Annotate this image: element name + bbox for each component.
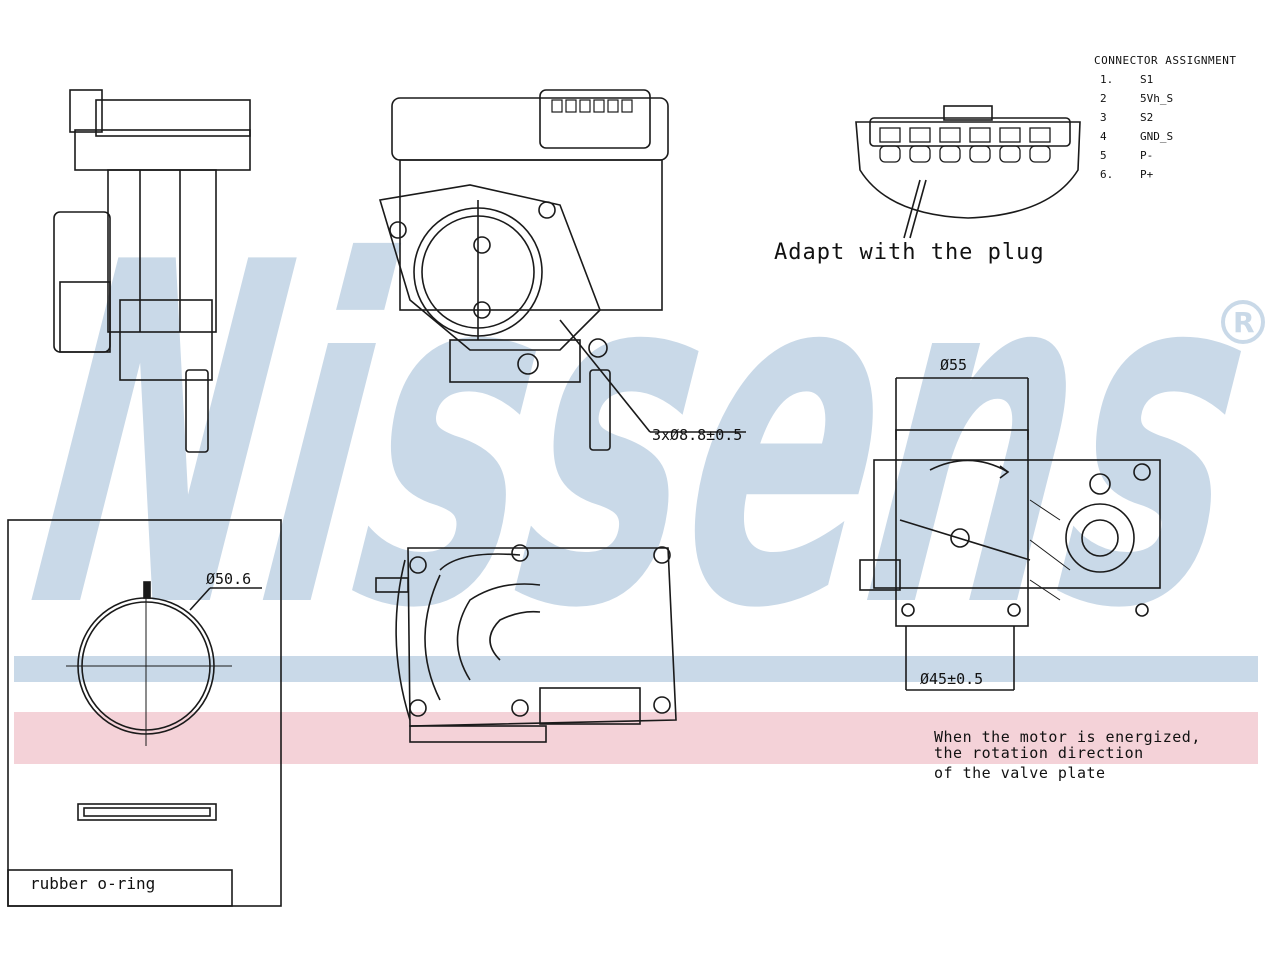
connector-plug [855, 105, 1081, 239]
pin-number: 6. [1100, 168, 1114, 181]
pin-signal: P- [1140, 149, 1154, 162]
pin-signal: GND_S [1140, 130, 1174, 143]
pin-number: 5 [1100, 149, 1107, 162]
oring-dimension: Ø50.6 [206, 570, 252, 588]
registered-mark: R [1233, 306, 1255, 339]
watermark-logo: Nissens [10, 165, 1277, 711]
rotation-view [859, 377, 1161, 691]
side-view [53, 89, 251, 453]
registered-circle [1221, 300, 1265, 344]
holes-dimension: 3xØ8.8±0.5 [652, 426, 743, 444]
connector-assignment-title: CONNECTOR ASSIGNMENT [1094, 54, 1237, 67]
rotation-note-line2: the rotation direction [934, 744, 1144, 762]
connector-pin-row: 3 S2 [1100, 111, 1153, 124]
pin-signal: S1 [1140, 73, 1154, 86]
oring-label: rubber o-ring [30, 874, 156, 893]
pin-number: 4 [1100, 130, 1107, 143]
oring-panel [7, 519, 282, 907]
connector-pin-row: 2 5Vh_S [1100, 92, 1173, 105]
connector-pin-row: 4 GND_S [1100, 130, 1173, 143]
plug-label: Adapt with the plug [774, 240, 1045, 265]
inlet-dimension: Ø55 [940, 356, 968, 374]
pin-signal: S2 [1140, 111, 1154, 124]
pin-signal: 5Vh_S [1140, 92, 1174, 105]
pin-number: 1. [1100, 73, 1114, 86]
connector-pin-row: 5 P- [1100, 149, 1153, 162]
top-view [375, 544, 677, 743]
pin-number: 2 [1100, 92, 1107, 105]
connector-pin-row: 6. P+ [1100, 168, 1153, 181]
front-view [378, 89, 746, 451]
pin-signal: P+ [1140, 168, 1154, 181]
pin-number: 3 [1100, 111, 1107, 124]
watermark-blue-band [14, 656, 1258, 682]
rotation-note-line3: of the valve plate [934, 764, 1106, 782]
rotation-note-line1: When the motor is energized, [934, 728, 1201, 746]
connector-pin-row: 1. S1 [1100, 73, 1153, 86]
outlet-dimension: Ø45±0.5 [920, 670, 984, 688]
